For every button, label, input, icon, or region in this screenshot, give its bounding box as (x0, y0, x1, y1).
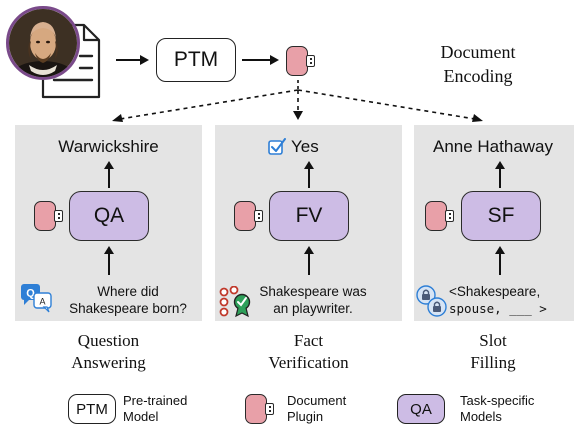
qa-caption-line1: Question (77, 331, 140, 350)
fact-check-icon (219, 286, 251, 318)
fv-input-line2: an playwriter. (273, 301, 353, 316)
sf-result: Anne Hathaway (432, 137, 554, 156)
qa-model-box: QA (69, 191, 149, 241)
fv-result-row: Yes (268, 137, 319, 157)
document-plugin-icon (286, 46, 316, 76)
ptm-label: PTM (173, 48, 219, 71)
sf-input-line2: spouse, ___ > (449, 301, 547, 316)
doc-encoding-line1: Document (440, 42, 516, 62)
slot-lock-icon (416, 285, 447, 317)
fv-caption-line2: Verification (268, 353, 349, 372)
qa-result: Warwickshire (58, 137, 159, 156)
qa-document-plugin-icon (34, 201, 64, 231)
dashed-arrows (112, 80, 483, 122)
ptm-box: PTM (156, 38, 236, 82)
sf-document-plugin-icon (425, 201, 455, 231)
fv-input-text: Shakespeare was an playwriter. (254, 283, 372, 317)
sf-caption-line2: Filling (470, 353, 516, 372)
sf-input-text: <Shakespeare, spouse, ___ > (449, 283, 569, 317)
legend-ptm-line2: Model (123, 409, 159, 424)
qa-up-arrow-top (104, 161, 114, 188)
fv-caption: Fact Verification (215, 330, 402, 374)
qa-up-arrow-bottom (104, 246, 114, 275)
fv-input-line1: Shakespeare was (259, 284, 367, 299)
legend-ptm-text: Pre-trained Model (123, 393, 187, 425)
qa-input-line1: Where did (97, 284, 159, 299)
legend-ptm-line1: Pre-trained (123, 393, 188, 408)
fv-up-arrow-top (304, 161, 314, 188)
sf-caption-line1: Slot (479, 331, 507, 350)
doc-encoding-line2: Encoding (443, 66, 513, 86)
qa-bubble-q: Q (26, 288, 35, 300)
fv-caption-line1: Fact (293, 331, 324, 350)
arrow-to-plugin (242, 55, 279, 65)
legend-plugin-line1: Document (287, 393, 347, 408)
legend-task-text: Task-specific Models (460, 393, 534, 425)
qa-caption-line2: Answering (71, 353, 146, 372)
sf-model-label: SF (487, 204, 515, 227)
legend-task-box-label: QA (410, 400, 432, 418)
sf-model-box: SF (461, 191, 541, 241)
check-box-icon (268, 138, 286, 155)
shakespeare-portrait (6, 6, 80, 80)
sf-caption: Slot Filling (414, 330, 572, 374)
legend-plugin-line2: Plugin (287, 409, 324, 424)
fv-model-box: FV (269, 191, 349, 241)
qa-model-label: QA (93, 204, 125, 227)
qa-caption: Question Answering (15, 330, 202, 374)
legend-document-plugin-icon (245, 394, 275, 424)
arrow-to-ptm (116, 55, 149, 65)
sf-input-line1: <Shakespeare, (449, 284, 541, 299)
sf-up-arrow-bottom (495, 246, 505, 275)
legend-task-line2: Models (460, 409, 502, 424)
fv-up-arrow-bottom (304, 246, 314, 275)
qa-input-text: Where did Shakespeare born? (54, 283, 202, 317)
fv-model-label: FV (295, 204, 323, 227)
legend-ptm-box: PTM (68, 394, 116, 424)
legend-plugin-text: Document Plugin (287, 393, 346, 425)
fv-document-plugin-icon (234, 201, 264, 231)
legend-ptm-box-label: PTM (76, 400, 108, 418)
qa-chat-icon: Q A (21, 284, 52, 313)
qa-input-line2: Shakespeare born? (69, 301, 187, 316)
sf-up-arrow-top (495, 161, 505, 188)
fv-result: Yes (291, 137, 319, 156)
legend-task-box: QA (397, 394, 445, 424)
legend-task-line1: Task-specific (460, 393, 535, 408)
qa-bubble-a: A (39, 297, 45, 307)
document-encoding-label: Document Encoding (420, 40, 536, 88)
